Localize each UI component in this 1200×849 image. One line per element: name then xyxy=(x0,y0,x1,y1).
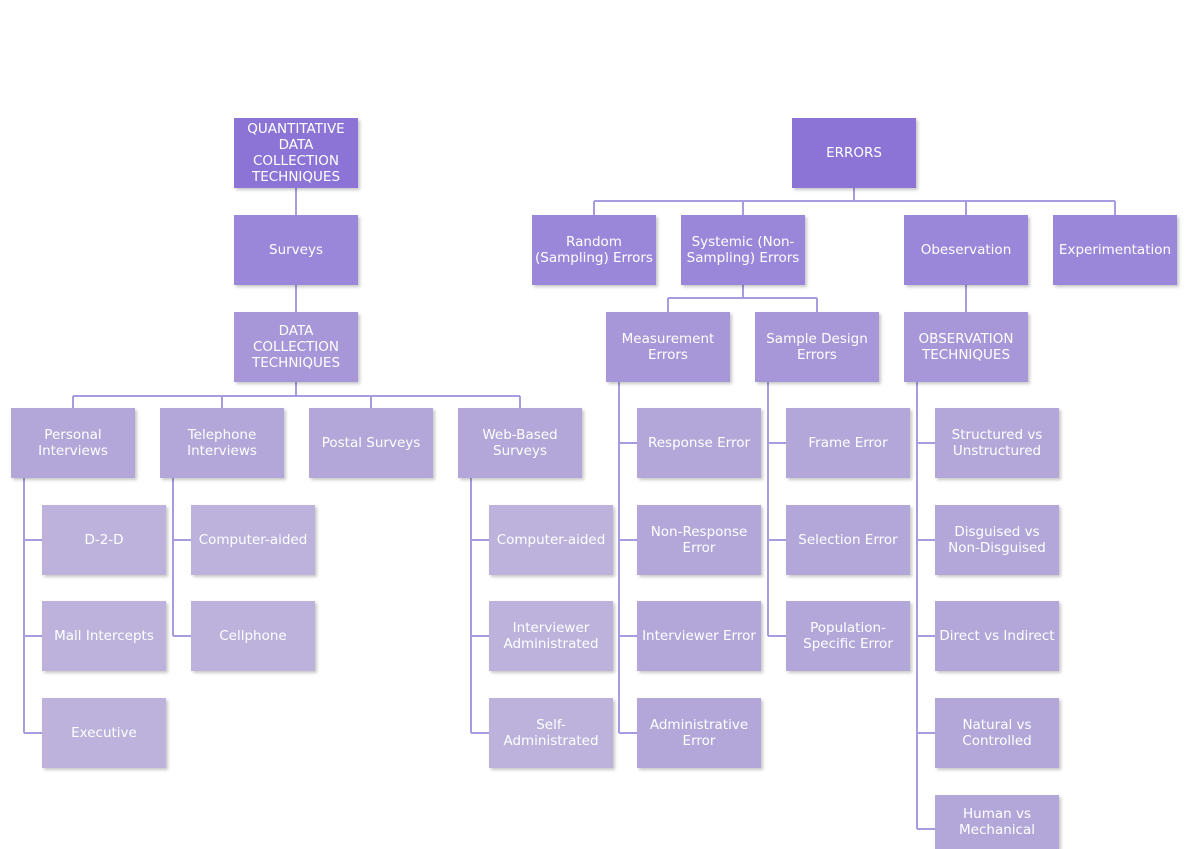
telephone-item-node: Computer-aided xyxy=(191,505,315,575)
web-item-node: Interviewer Administrated xyxy=(489,601,613,671)
observation-node: Obeservation xyxy=(904,215,1028,285)
measurement-item-node: Non-Response Error xyxy=(637,505,761,575)
surveys-node: Surveys xyxy=(234,215,358,285)
web-item-node: Self-Administrated xyxy=(489,698,613,768)
data-collection-techniques-node: DATA COLLECTION TECHNIQUES xyxy=(234,312,358,382)
web-item-node: Computer-aided xyxy=(489,505,613,575)
observation-item-node: Natural vs Controlled xyxy=(935,698,1059,768)
personal-item-node: Mall Intercepts xyxy=(42,601,166,671)
telephone-interviews-node: Telephone Interviews xyxy=(160,408,284,478)
systemic-errors-node: Systemic (Non-Sampling) Errors xyxy=(681,215,805,285)
observation-item-node: Human vs Mechanical xyxy=(935,795,1059,849)
observation-techniques-node: OBSERVATION TECHNIQUES xyxy=(904,312,1028,382)
experimentation-node: Experimentation xyxy=(1053,215,1177,285)
web-based-surveys-node: Web-Based Surveys xyxy=(458,408,582,478)
measurement-item-node: Interviewer Error xyxy=(637,601,761,671)
sample-design-item-node: Selection Error xyxy=(786,505,910,575)
sample-design-item-node: Population-Specific Error xyxy=(786,601,910,671)
personal-interviews-node: Personal Interviews xyxy=(11,408,135,478)
telephone-item-node: Cellphone xyxy=(191,601,315,671)
measurement-errors-node: Measurement Errors xyxy=(606,312,730,382)
sample-design-item-node: Frame Error xyxy=(786,408,910,478)
random-errors-node: Random (Sampling) Errors xyxy=(532,215,656,285)
measurement-item-node: Response Error xyxy=(637,408,761,478)
observation-item-node: Disguised vs Non-Disguised xyxy=(935,505,1059,575)
personal-item-node: D-2-D xyxy=(42,505,166,575)
quantitative-techniques-node: QUANTITATIVE DATA COLLECTION TECHNIQUES xyxy=(234,118,358,188)
observation-item-node: Direct vs Indirect xyxy=(935,601,1059,671)
errors-node: ERRORS xyxy=(792,118,916,188)
observation-item-node: Structured vs Unstructured xyxy=(935,408,1059,478)
sample-design-errors-node: Sample Design Errors xyxy=(755,312,879,382)
postal-surveys-node: Postal Surveys xyxy=(309,408,433,478)
personal-item-node: Executive xyxy=(42,698,166,768)
measurement-item-node: Administrative Error xyxy=(637,698,761,768)
